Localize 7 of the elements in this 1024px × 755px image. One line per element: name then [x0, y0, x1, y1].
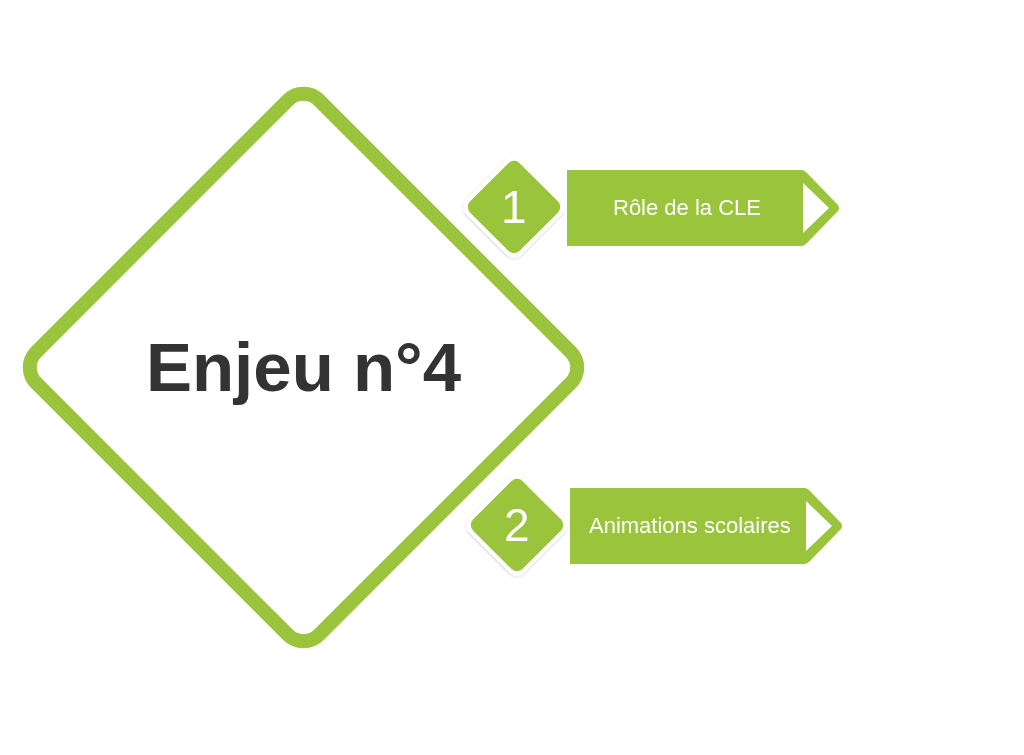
- banner-label: Animations scolaires: [589, 514, 791, 539]
- step-number: 1: [501, 184, 527, 230]
- banner-label: Rôle de la CLE: [613, 196, 761, 221]
- banner-bar: [567, 170, 840, 246]
- step-number: 2: [504, 502, 530, 548]
- banner-bar: [570, 488, 843, 564]
- diamond-frame: [22, 87, 585, 648]
